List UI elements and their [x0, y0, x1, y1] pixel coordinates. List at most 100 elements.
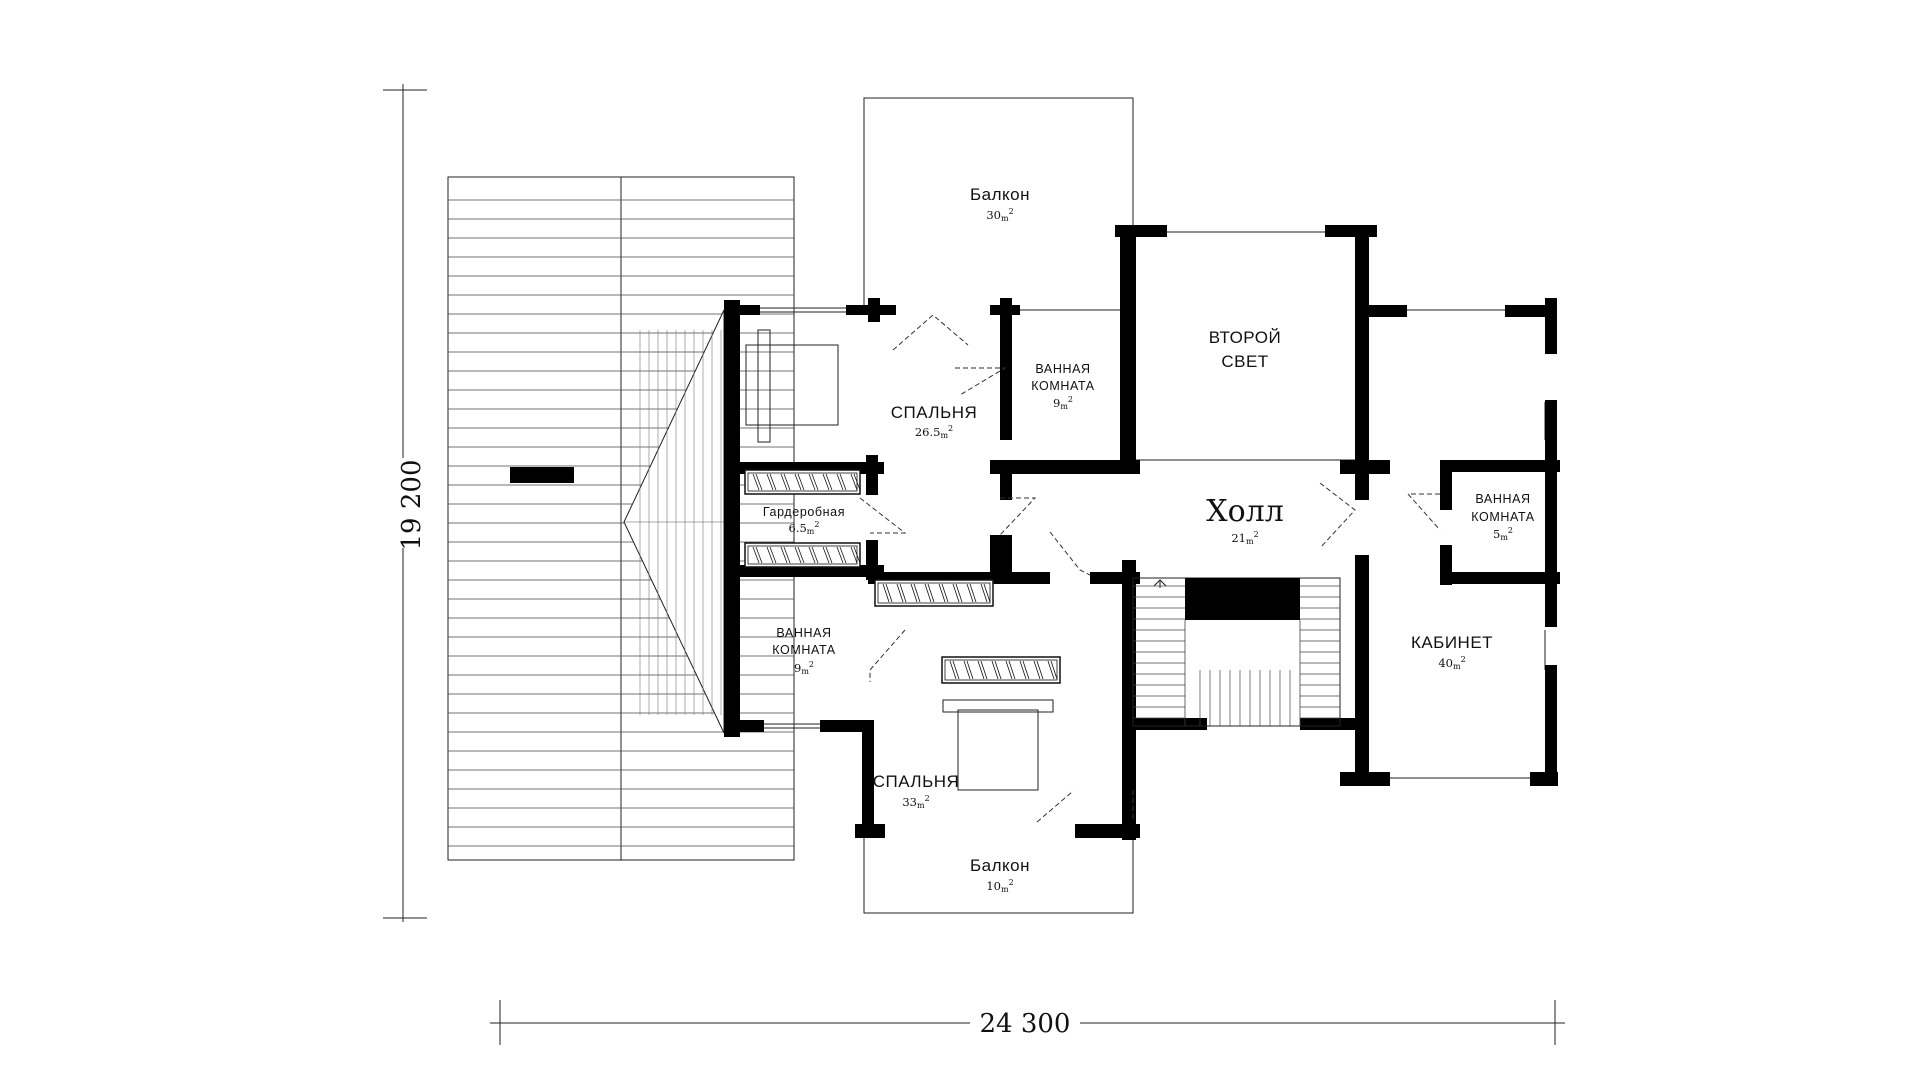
hanger	[899, 583, 907, 603]
wall-segment	[1545, 665, 1557, 785]
hanger	[1022, 660, 1030, 680]
width-dimension-label: 24 300	[980, 1009, 1071, 1039]
bath-right-name-1: ВАННАЯ	[1475, 492, 1530, 506]
wall-segment	[1122, 560, 1136, 840]
roof	[447, 176, 795, 861]
wall-segment	[1440, 572, 1560, 584]
hanger	[825, 473, 833, 491]
wall-segment	[1545, 440, 1557, 585]
hanger	[783, 473, 791, 491]
height-dimension-label: 19 200	[397, 460, 427, 551]
hanger	[752, 473, 760, 491]
hanger	[980, 660, 988, 680]
second-light-name-2: СВЕТ	[1221, 352, 1268, 371]
wall-segment	[1122, 718, 1207, 730]
hanger	[808, 546, 816, 564]
wall-segment	[1300, 718, 1355, 730]
bath-top-name-1: ВАННАЯ	[1035, 362, 1090, 376]
hanger	[839, 546, 847, 564]
bath-left-name-2: КОМНАТА	[772, 643, 835, 657]
chimney	[510, 467, 574, 483]
hanger	[850, 546, 858, 564]
hanger	[1050, 660, 1058, 680]
wall-segment	[724, 577, 740, 737]
hanger	[955, 583, 963, 603]
hanger	[977, 660, 985, 680]
hanger	[780, 473, 788, 491]
hanger	[896, 583, 904, 603]
wall-segment	[1505, 305, 1557, 317]
wall-segment	[1355, 305, 1407, 317]
wall-segment	[730, 305, 760, 315]
hanger	[1036, 660, 1044, 680]
hanger	[952, 660, 960, 680]
hanger	[797, 473, 805, 491]
door-swings	[859, 314, 1441, 823]
wardrobe-box	[744, 469, 861, 495]
wall-segment	[862, 720, 874, 835]
hanger	[808, 473, 816, 491]
office-name: КАБИНЕТ	[1411, 633, 1493, 652]
wall-segment	[1355, 460, 1369, 500]
hanger	[1019, 660, 1027, 680]
hanger	[910, 583, 918, 603]
hanger	[780, 546, 788, 564]
dimension-vertical: 19 200	[383, 84, 427, 922]
hanger	[941, 583, 949, 603]
bed-top	[745, 329, 839, 443]
wall-segment	[1545, 298, 1557, 354]
thin-partitions	[740, 231, 1546, 830]
wardrobe-name: Гардеробная	[763, 505, 845, 519]
hanger	[755, 473, 763, 491]
bedroom-top-name: СПАЛЬНЯ	[891, 403, 978, 422]
bath-top-area: 9m2	[1053, 395, 1073, 411]
office-area: 40m2	[1438, 655, 1465, 671]
balcony-top-name: Балкон	[970, 185, 1030, 204]
hanger	[769, 473, 777, 491]
staircase	[1132, 577, 1341, 727]
hanger	[811, 546, 819, 564]
wall-segment	[724, 720, 764, 732]
hanger	[752, 546, 760, 564]
hanger	[1005, 660, 1013, 680]
bath-right-area: 5m2	[1493, 526, 1513, 542]
wardrobe-box	[744, 542, 861, 568]
bath-top-name-2: КОМНАТА	[1031, 379, 1094, 393]
hanger	[927, 583, 935, 603]
hanger	[825, 546, 833, 564]
hanger	[822, 546, 830, 564]
hall-area: 21m2	[1231, 530, 1258, 546]
hanger	[963, 660, 971, 680]
hanger	[966, 660, 974, 680]
bath-left-area: 9m2	[794, 660, 814, 676]
wall-segment	[990, 572, 1050, 584]
wall-segment	[1355, 225, 1369, 460]
hanger	[1047, 660, 1055, 680]
hanger	[853, 546, 861, 564]
hanger	[952, 583, 960, 603]
hanger	[783, 546, 791, 564]
hanger	[882, 583, 890, 603]
hanger	[980, 583, 988, 603]
wall-segment	[820, 720, 868, 732]
bath-right-name-2: КОМНАТА	[1471, 510, 1534, 524]
balcony-bottom-area: 10m2	[986, 878, 1013, 894]
bedroom-top-area: 26.5m2	[915, 424, 953, 440]
hanger	[853, 473, 861, 491]
hanger	[938, 583, 946, 603]
hall-name: Холл	[1206, 494, 1284, 529]
hanger	[836, 546, 844, 564]
wall-segment	[868, 298, 880, 322]
hanger	[769, 546, 777, 564]
wall-segment	[866, 455, 878, 495]
wall-segment	[1440, 460, 1452, 510]
hanger	[1008, 660, 1016, 680]
wall-segment	[1000, 460, 1012, 500]
hanger	[794, 546, 802, 564]
wardrobe-shelves	[744, 469, 1061, 684]
hanger	[811, 473, 819, 491]
wall-segment	[866, 540, 878, 580]
hanger	[994, 660, 1002, 680]
hanger	[924, 583, 932, 603]
